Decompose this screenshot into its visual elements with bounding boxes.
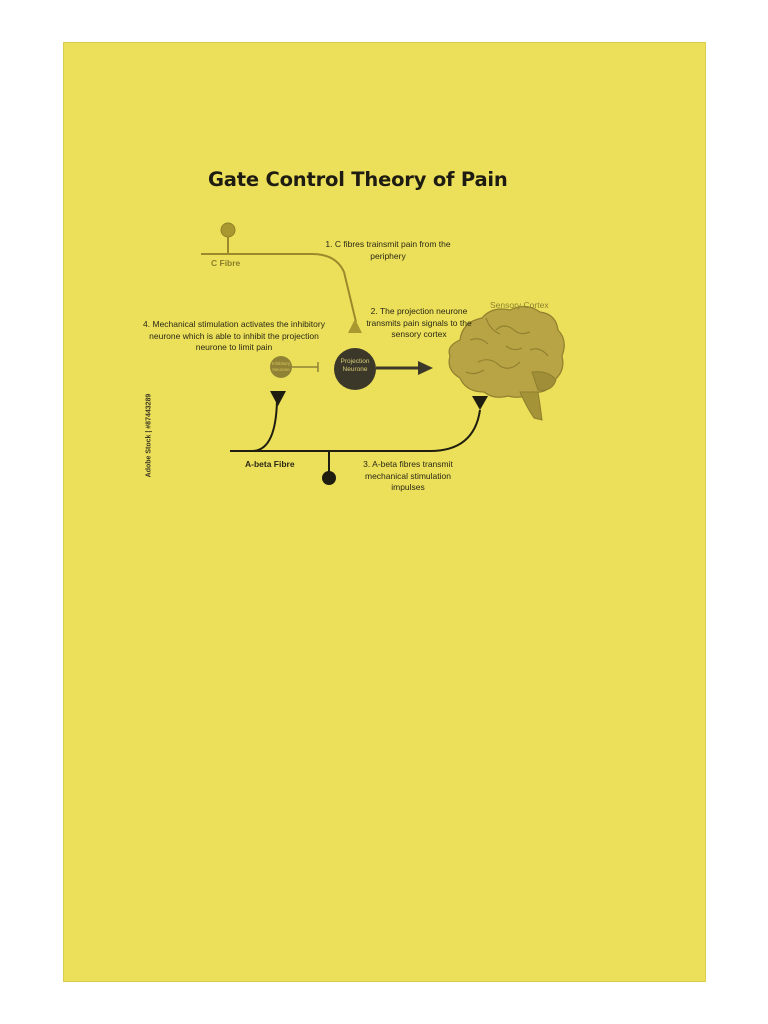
c-fibre xyxy=(201,222,362,333)
c-fibre-synapse xyxy=(348,319,362,333)
stock-watermark: Adobe Stock | #87443289 xyxy=(145,393,153,478)
projection-neurone-label: Projection Neurone xyxy=(340,358,370,373)
sensory-cortex-label: Sensory Cortex xyxy=(490,300,549,310)
step-2-text: 2. The projection neurone transmits pain… xyxy=(366,306,472,339)
inhibitory-neurone-label: Inhibitory Neurone xyxy=(271,361,291,372)
abeta-fibre xyxy=(230,391,488,485)
step-4-text: 4. Mechanical stimulation activates the … xyxy=(143,319,325,352)
brain-icon xyxy=(448,305,565,421)
c-fibre-label: C Fibre xyxy=(211,258,241,268)
step-3-text: 3. A-beta fibres transmit mechanical sti… xyxy=(363,459,453,492)
inhibitory-neurone xyxy=(270,356,319,378)
paper-sheet xyxy=(63,42,706,982)
page-title: Gate Control Theory of Pain xyxy=(208,168,508,191)
abeta-fibre-label: A-beta Fibre xyxy=(245,459,295,469)
step-1-text: 1. C fibres trainsmit pain from the peri… xyxy=(325,239,451,261)
projection-neurone xyxy=(334,348,433,390)
